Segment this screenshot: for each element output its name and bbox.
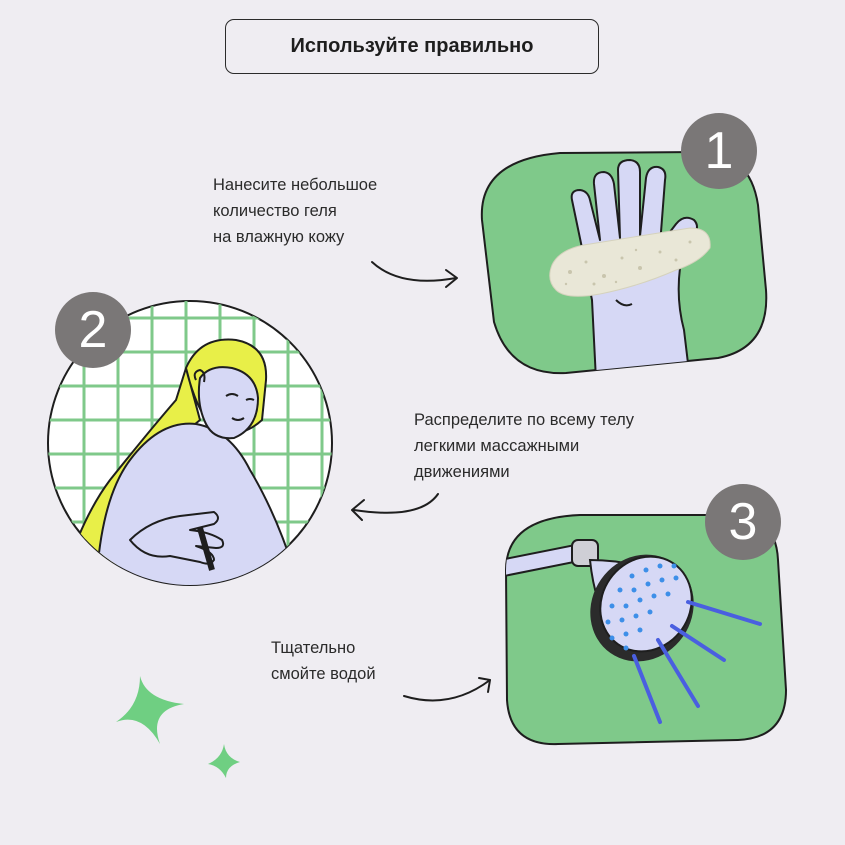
step-1-caption-line-2: количество геля [213,202,337,220]
arrow-left-icon [351,493,439,521]
step-2-caption-line-3: движениями [414,463,510,481]
arrow-right-icon [403,677,491,702]
step-3-caption-line-2: смойте водой [271,665,376,683]
step-1-caption-line-3: на влажную кожу [213,228,345,246]
step-2-caption-line-1: Распределите по всему телу [414,411,634,429]
water-streams [632,600,762,724]
step-2-caption: Распределите по всему телу легкими масса… [414,407,634,485]
step-1-caption: Нанесите небольшое количество геля на вл… [213,172,377,250]
gel-blob-icon [549,227,711,297]
step-2-card [47,300,333,586]
step-3-caption: Тщательно смойте водой [271,635,376,687]
step-2-caption-line-2: легкими массажными [414,437,580,455]
step-1-number-badge: 1 [681,113,757,189]
woman-illustration [59,338,301,585]
arrow-right-icon [371,261,458,288]
sparkle-icon [208,744,240,778]
step-2-number-badge: 2 [55,292,131,368]
step-3-caption-line-1: Тщательно [271,639,356,657]
step-1-card [480,150,768,375]
shower-head-icon [506,539,762,724]
page-title: Используйте правильно [225,19,599,74]
step-1-caption-line-1: Нанесите небольшое [213,176,378,194]
step-3-card [504,514,788,746]
sparkle-icon [116,676,184,744]
step-3-number-badge: 3 [705,484,781,560]
